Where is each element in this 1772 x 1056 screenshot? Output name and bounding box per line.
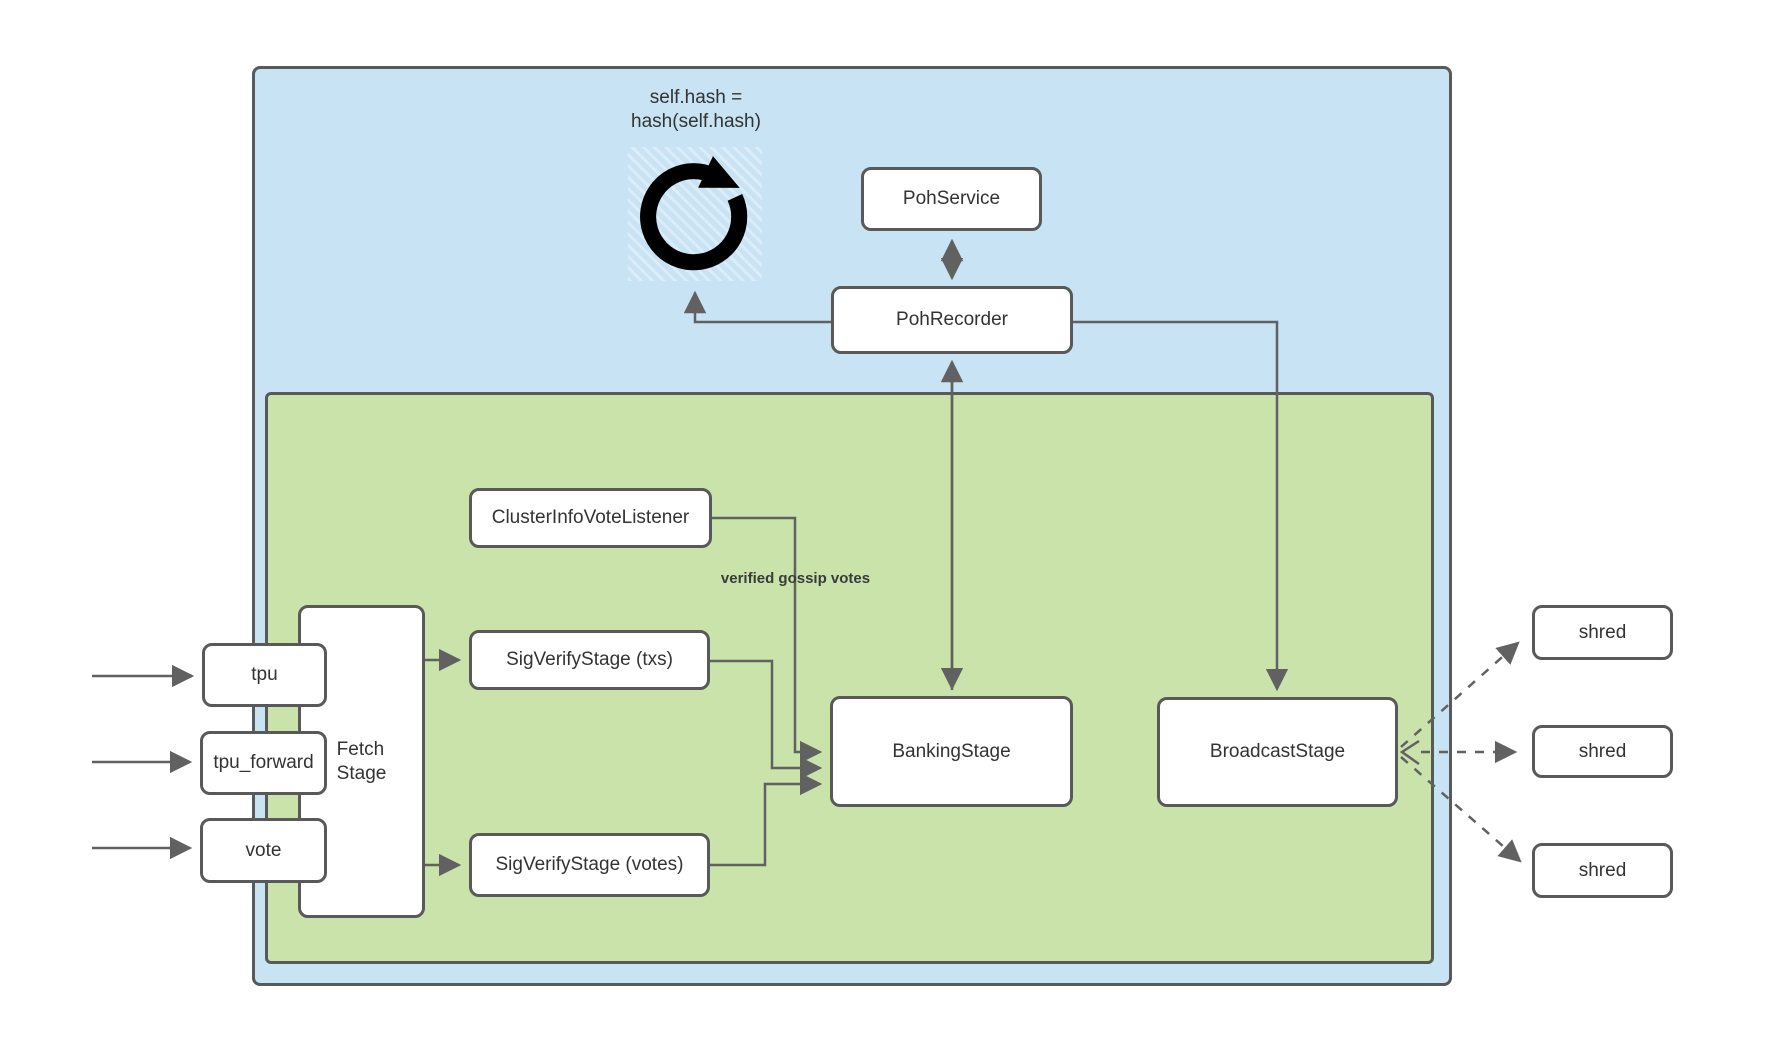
- node-shred-bottom: shred: [1532, 843, 1673, 898]
- fetch-stage-label-line2: Stage: [336, 762, 387, 784]
- node-tpu-label: tpu: [251, 664, 278, 685]
- node-cluster-info-vote-listener-label: ClusterInfoVoteListener: [491, 507, 690, 528]
- node-shred-top: shred: [1532, 605, 1673, 660]
- node-sig-verify-stage-votes-label: SigVerifyStage (votes): [495, 854, 684, 875]
- node-poh-service: PohService: [861, 167, 1042, 231]
- node-poh-recorder-label: PohRecorder: [896, 309, 1008, 330]
- node-broadcast-stage-label: BroadcastStage: [1209, 741, 1346, 762]
- node-vote: vote: [200, 818, 327, 883]
- verified-gossip-votes-label: verified gossip votes: [720, 570, 871, 587]
- node-cluster-info-vote-listener: ClusterInfoVoteListener: [469, 488, 712, 548]
- rotation-arc: [640, 163, 748, 271]
- clockwise-rotation-icon: [640, 156, 748, 271]
- hash-loop-label-line1: self.hash =: [649, 87, 743, 108]
- node-banking-stage-label: BankingStage: [892, 740, 1011, 762]
- fetch-stage-label-line1: Fetch: [336, 738, 385, 760]
- hash-loop-label-line2: hash(self.hash): [631, 111, 761, 132]
- node-tpu: tpu: [202, 643, 327, 707]
- node-poh-service-label: PohService: [902, 188, 1001, 209]
- node-sig-verify-stage-votes: SigVerifyStage (votes): [469, 833, 710, 897]
- node-sig-verify-stage-txs: SigVerifyStage (txs): [469, 630, 710, 690]
- node-shred-middle-label: shred: [1578, 740, 1627, 762]
- node-tpu-forward: tpu_forward: [200, 731, 327, 795]
- node-shred-bottom-label: shred: [1578, 859, 1627, 881]
- hash-loop-label: self.hash = hash(self.hash): [576, 86, 816, 134]
- tpu-stage-region: [265, 392, 1434, 964]
- node-broadcast-stage: BroadcastStage: [1157, 697, 1398, 807]
- rotation-arrowhead: [698, 156, 740, 188]
- node-shred-middle: shred: [1532, 725, 1673, 778]
- fetch-stage-label: Fetch Stage: [337, 738, 387, 786]
- node-tpu-forward-label: tpu_forward: [213, 752, 314, 773]
- node-shred-top-label: shred: [1578, 621, 1627, 643]
- node-vote-label: vote: [245, 839, 282, 861]
- node-sig-verify-stage-txs-label: SigVerifyStage (txs): [506, 649, 673, 670]
- node-banking-stage: BankingStage: [830, 696, 1073, 807]
- node-poh-recorder: PohRecorder: [831, 286, 1073, 354]
